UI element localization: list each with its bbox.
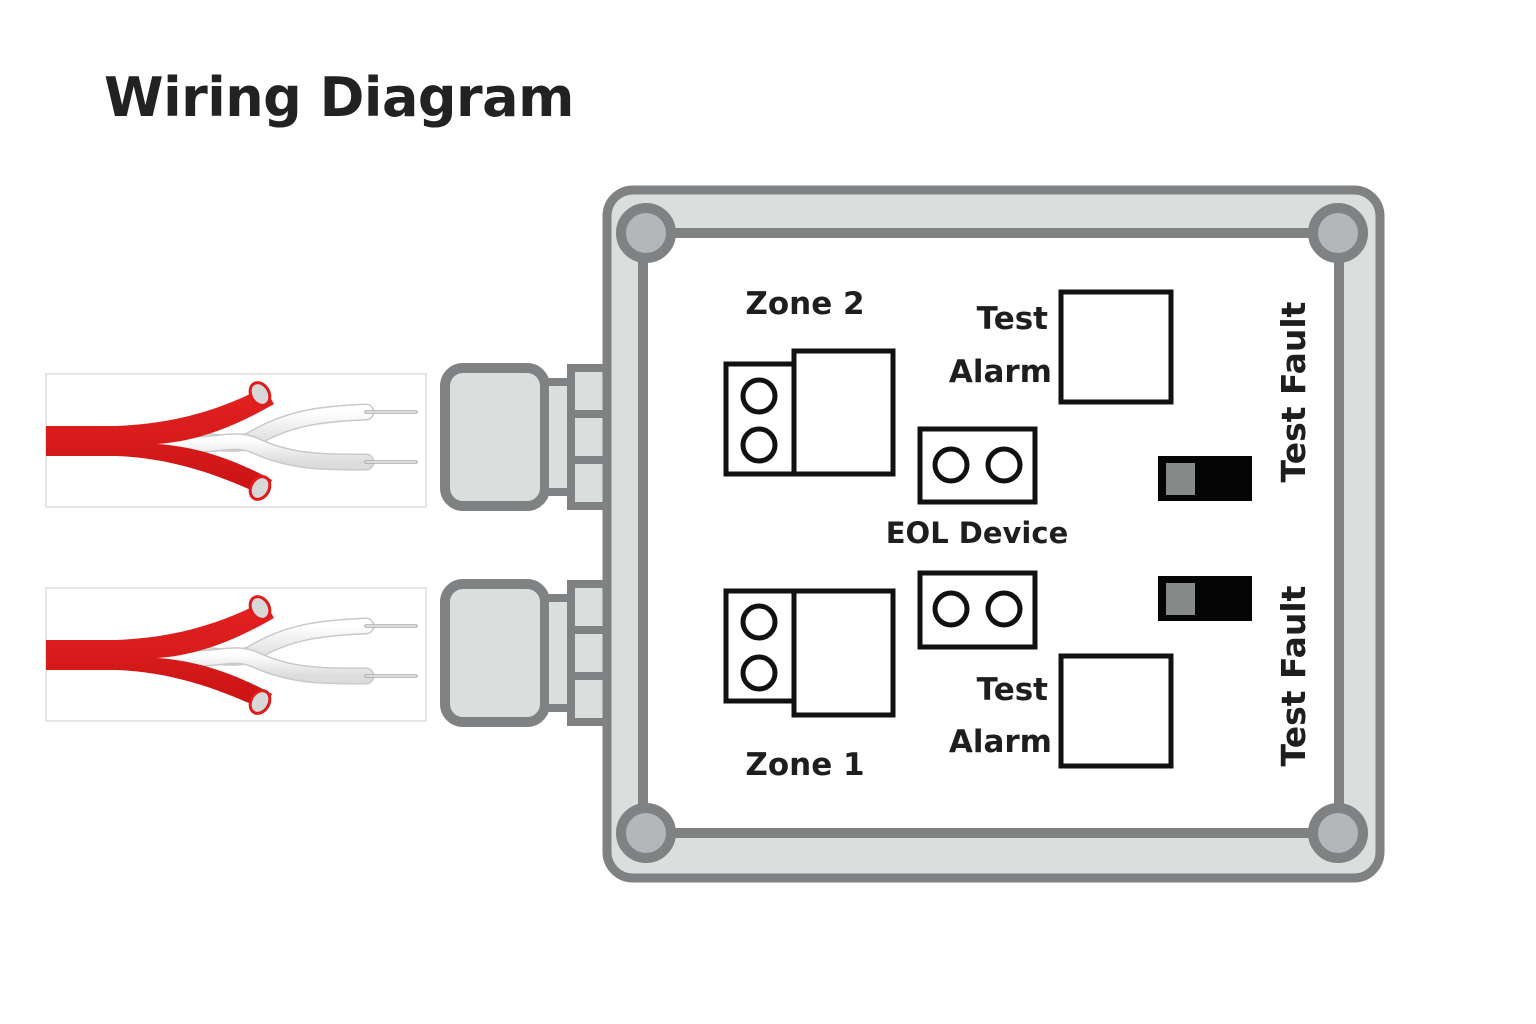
test-alarm-button-upper[interactable] <box>1058 289 1174 405</box>
screw-icon <box>1308 203 1368 263</box>
test-fault-switch-lower[interactable] <box>1158 576 1252 621</box>
cable-gland-lower <box>445 584 611 722</box>
terminal-screw <box>740 603 778 641</box>
screw-icon <box>616 803 676 863</box>
eol-device-label: EOL Device <box>886 516 1068 550</box>
zone-1-label: Zone 1 <box>745 747 864 783</box>
terminal-screw <box>740 654 778 692</box>
test-fault-upper-label: Test Fault <box>1274 301 1313 482</box>
eol-device-lower <box>917 570 1038 650</box>
eol-device-upper <box>917 426 1038 505</box>
test-fault-switch-upper[interactable] <box>1158 456 1252 501</box>
zone-2-label: Zone 2 <box>745 286 864 322</box>
test-alarm-lower-label-line1: Test <box>977 672 1049 708</box>
zone-2-terminal-block <box>723 348 896 477</box>
cable-zone-1 <box>46 588 426 721</box>
terminal-screw <box>740 426 778 464</box>
cable-gland-upper <box>445 368 611 506</box>
test-alarm-upper-label-line1: Test <box>977 301 1049 337</box>
test-alarm-button-lower[interactable] <box>1058 653 1174 769</box>
screw-icon <box>616 203 676 263</box>
switch-knob[interactable] <box>1166 463 1195 495</box>
cable-zone-2 <box>46 374 426 507</box>
test-alarm-lower-label-line2: Alarm <box>949 724 1052 760</box>
test-alarm-upper-label-line2: Alarm <box>949 354 1052 390</box>
zone-1-terminal-block <box>723 588 896 718</box>
test-fault-lower-label: Test Fault <box>1274 585 1313 766</box>
terminal-screw <box>740 377 778 415</box>
diagram-title: Wiring Diagram <box>104 66 574 129</box>
screw-icon <box>1308 803 1368 863</box>
switch-knob[interactable] <box>1166 583 1195 615</box>
